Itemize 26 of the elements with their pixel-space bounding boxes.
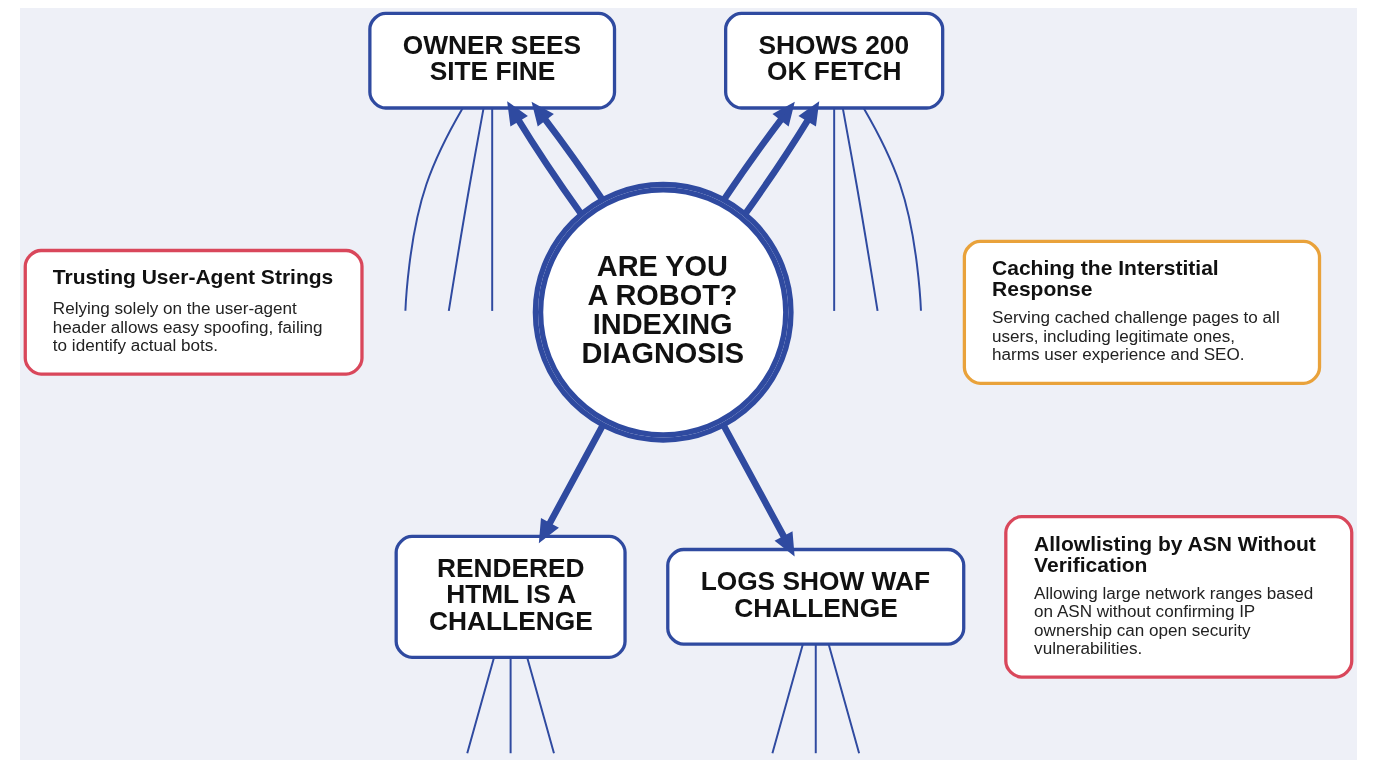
connector [770,643,804,755]
connector [814,643,817,755]
connector [490,107,493,312]
connector [447,107,484,312]
node-box: Allowlisting by ASN Without Verification Allowing large network ranges based on ASN without confirming IP ownership can open security vulnerabilities. [1003,515,1353,679]
arrow [506,101,584,216]
node-circle: ARE YOU A ROBOT? INDEXING DIAGNOSIS [532,181,794,443]
arrow [720,101,795,202]
arrow [531,101,605,202]
connector [509,656,512,755]
connector [465,656,495,755]
connector [827,643,860,755]
node-box: RENDERED HTML IS A CHALLENGE [394,534,627,659]
connector [862,107,922,312]
node-box: Trusting User-Agent Strings Relying solely on the user-agent header allows easy spoofing, failing to identify actual bots. [23,248,364,376]
node-box: Caching the Interstitial Response Serving cached challenge pages to all users, including legitimate ones, harms user experience and SEO. [962,239,1321,385]
connector [841,107,879,312]
connector [403,107,463,312]
arrow [538,423,606,544]
connector [832,107,835,312]
arrow [742,101,819,216]
connector [525,656,555,755]
node-box: LOGS SHOW WAF CHALLENGE [665,547,965,646]
node-box: OWNER SEES SITE FINE [367,11,616,110]
node-box: SHOWS 200 OK FETCH [723,11,944,110]
arrow [720,423,795,557]
